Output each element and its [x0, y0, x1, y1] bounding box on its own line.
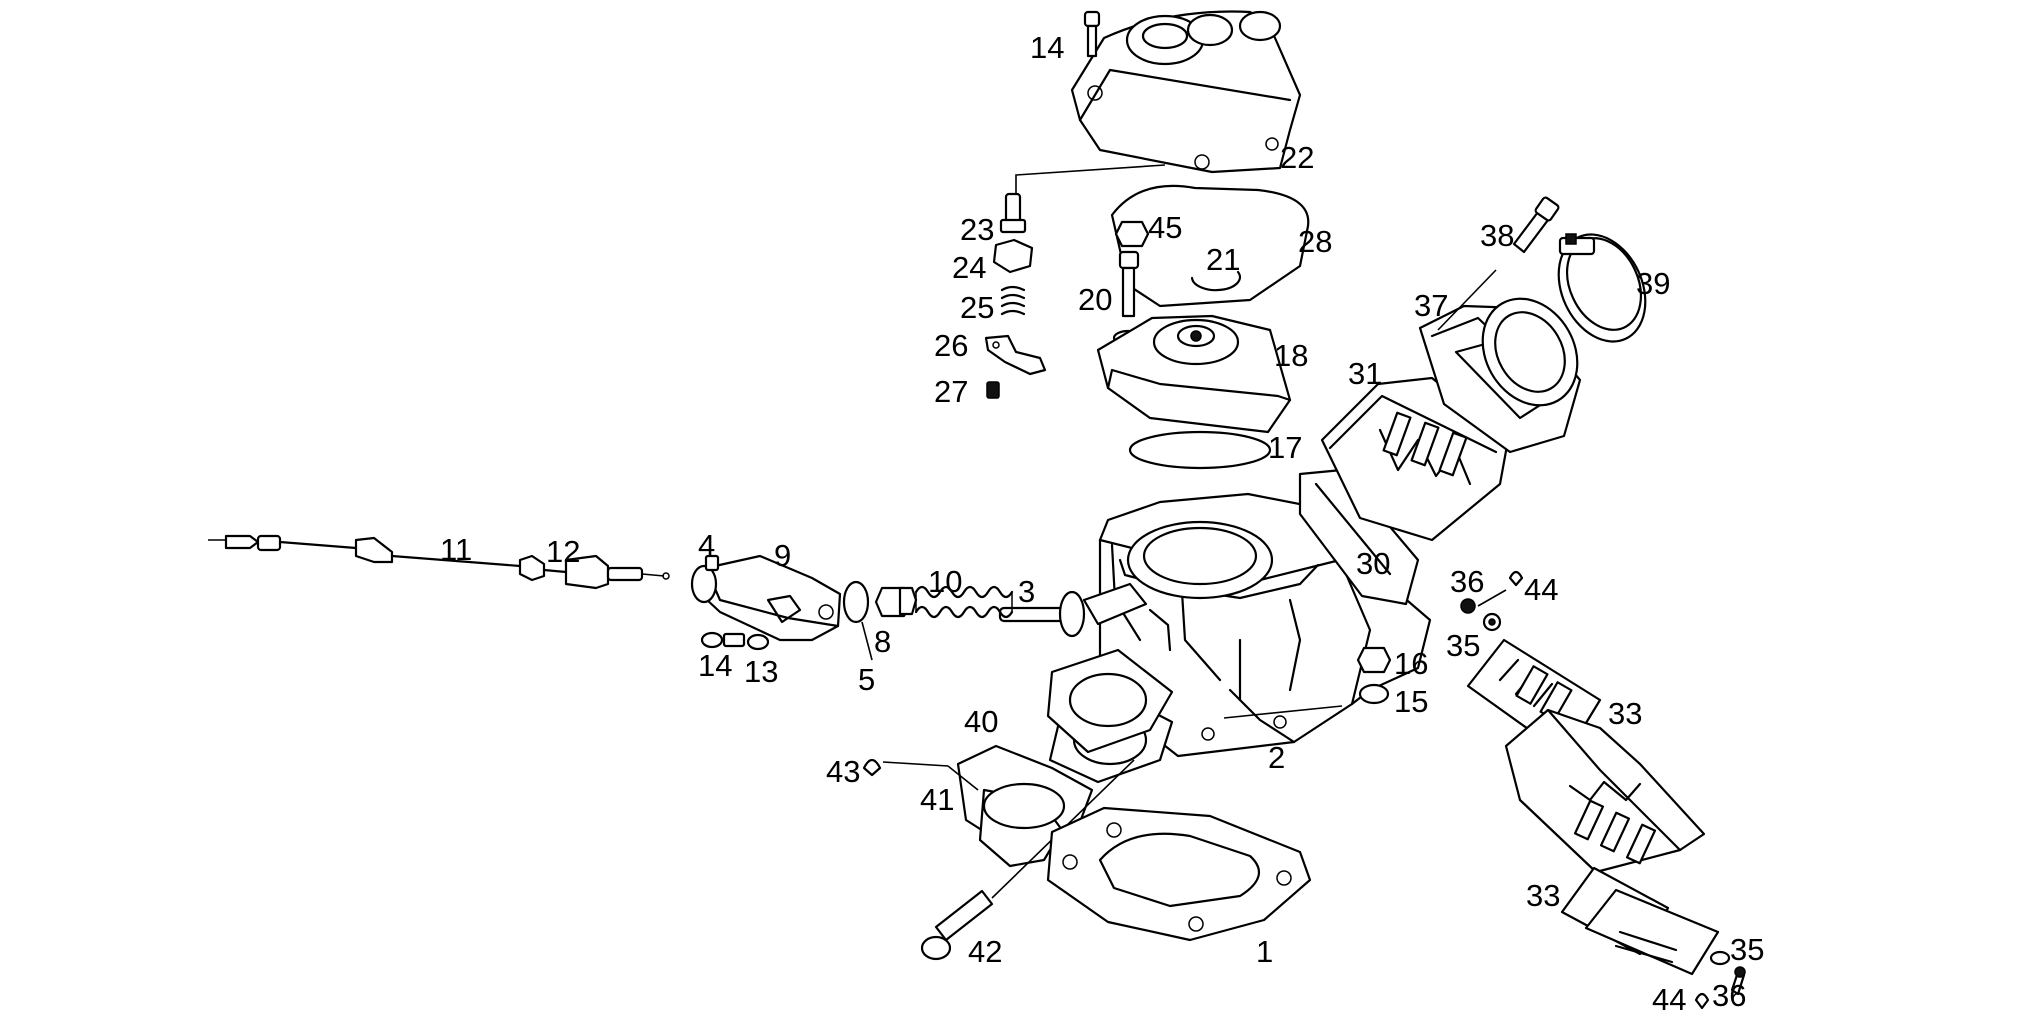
washer-15-part — [1358, 683, 1390, 705]
cable-11-12-part — [208, 534, 670, 590]
label-44-upper: 44 — [1524, 572, 1558, 607]
exhaust-manifold-41-part — [956, 744, 1094, 868]
leader-22-23 — [1015, 164, 1166, 210]
label-42: 42 — [968, 934, 1002, 969]
label-25: 25 — [960, 290, 994, 325]
label-23: 23 — [960, 212, 994, 247]
label-38: 38 — [1480, 218, 1514, 253]
label-35-upper: 35 — [1446, 628, 1480, 663]
label-26: 26 — [934, 328, 968, 363]
label-14-top: 14 — [1030, 30, 1064, 65]
label-28: 28 — [1298, 224, 1332, 259]
label-44-lower: 44 — [1652, 982, 1686, 1012]
valve-shaft-3-part — [998, 582, 1148, 638]
label-1: 1 — [1256, 934, 1273, 969]
label-4: 4 — [698, 528, 715, 563]
label-2: 2 — [1268, 740, 1285, 775]
cylinder-head-part — [1096, 314, 1292, 434]
label-24: 24 — [952, 250, 986, 285]
label-8: 8 — [874, 624, 891, 659]
oring-17-part — [1128, 430, 1272, 470]
label-22: 22 — [1280, 140, 1314, 175]
label-15: 15 — [1394, 684, 1428, 719]
base-gasket-1-part — [1046, 806, 1312, 942]
label-5: 5 — [858, 662, 875, 697]
nut-45-part — [1114, 220, 1150, 248]
label-11: 11 — [440, 532, 472, 567]
label-37: 37 — [1414, 288, 1448, 323]
label-30: 30 — [1356, 546, 1390, 581]
label-14-left: 14 — [698, 648, 732, 683]
bolt-14-top-part — [1083, 10, 1101, 58]
screw-washer-14-13-part — [700, 631, 770, 651]
label-45: 45 — [1148, 210, 1182, 245]
label-20: 20 — [1078, 282, 1112, 317]
reed-block-part — [1504, 708, 1706, 874]
label-16: 16 — [1394, 646, 1428, 681]
label-40: 40 — [964, 704, 998, 739]
label-12: 12 — [546, 534, 580, 569]
clamp-39-part — [1557, 233, 1647, 343]
label-33-upper: 33 — [1608, 696, 1642, 731]
label-13: 13 — [744, 654, 778, 689]
label-18: 18 — [1274, 338, 1308, 373]
screw-washer-lower-part — [1694, 950, 1746, 1010]
label-43: 43 — [826, 754, 860, 789]
nut-16-part — [1356, 646, 1392, 674]
label-27: 27 — [934, 374, 968, 409]
head-cover-part — [1070, 10, 1302, 174]
intake-manifold-37-part — [1418, 297, 1582, 454]
label-layer: 1 2 3 4 5 8 9 10 11 12 13 14 14 15 16 17… — [440, 30, 1764, 1012]
reed-petal-33-lower-part — [1560, 866, 1720, 976]
drop-43-part — [862, 758, 882, 777]
label-17: 17 — [1268, 430, 1302, 465]
actuator-4-9-part — [690, 554, 842, 642]
label-21: 21 — [1206, 242, 1240, 277]
label-9: 9 — [774, 538, 791, 573]
screw-washer-upper-part — [1460, 570, 1524, 632]
circlip-21-part — [1190, 270, 1241, 292]
spring-10-part — [898, 585, 1014, 619]
plug-bracket-group — [984, 192, 1047, 399]
label-39: 39 — [1636, 266, 1670, 301]
label-33-lower: 33 — [1526, 878, 1560, 913]
label-10: 10 — [928, 564, 962, 599]
label-36-upper: 36 — [1450, 564, 1484, 599]
label-36-lower: 36 — [1712, 978, 1746, 1012]
reed-housing-31-part — [1320, 376, 1510, 542]
label-35-lower: 35 — [1730, 932, 1764, 967]
bolt-38-part — [1512, 196, 1560, 254]
label-3: 3 — [1018, 574, 1035, 609]
gasket-28-part — [1110, 184, 1310, 308]
bolt-42-part — [920, 889, 994, 961]
label-31: 31 — [1348, 356, 1382, 391]
label-41: 41 — [920, 782, 954, 817]
